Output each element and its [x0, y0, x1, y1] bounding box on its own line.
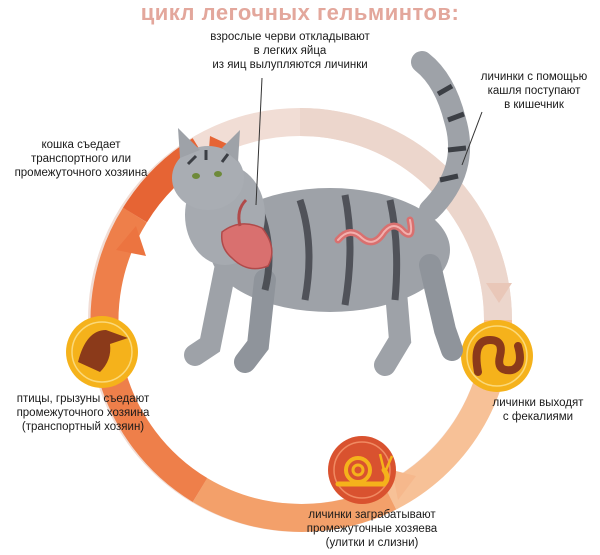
step-label-cough: личинки с помощью кашля поступают в кише…	[470, 70, 598, 112]
step-label-snails: личинки заграбатывают промежуточные хозя…	[282, 508, 462, 550]
step-label-feces: личинки выходят с фекалиями	[478, 396, 598, 424]
step-label-line: в кишечник	[504, 99, 564, 111]
step-label-line: промежуточного хозяина	[16, 407, 150, 419]
step-label-line: взрослые черви откладывают	[210, 31, 370, 43]
step-label-line: личинки с помощью	[480, 71, 588, 83]
pointer-line-cough	[461, 111, 483, 166]
pointer-line-lungs	[255, 77, 263, 206]
step-label-line: (улитки и слизни)	[325, 537, 419, 549]
step-label-line: личинки выходят	[492, 397, 584, 409]
arrow-right-down	[486, 283, 512, 303]
step-label-line: с фекалиями	[502, 411, 574, 423]
snail-icon	[328, 436, 396, 504]
step-label-line: промежуточные хозяева	[306, 523, 438, 535]
step-label-line: в легких яйца	[253, 45, 327, 57]
worm-icon	[461, 320, 533, 392]
step-label-line: кошка съедает	[41, 139, 121, 151]
step-label-lungs: взрослые черви откладывают в легких яйца…	[200, 30, 380, 72]
lungs-icon	[220, 198, 273, 270]
step-label-line: транспортного или	[30, 153, 132, 165]
step-label-cat-eats: кошка съедает транспортного или промежут…	[2, 138, 160, 180]
step-label-line: (транспортный хозяин)	[21, 421, 145, 433]
step-label-birds: птицы, грызуны съедают промежуточного хо…	[0, 392, 166, 434]
cycle-arc-bottom	[192, 477, 397, 532]
cat-icon	[172, 51, 471, 376]
arrow-left-up	[116, 226, 146, 256]
step-label-line: промежуточного хозяина	[14, 167, 148, 179]
step-label-line: кашля поступают	[487, 85, 581, 97]
bird-icon	[66, 316, 138, 388]
arrow-bottom-left	[392, 470, 416, 500]
intestine-icon	[334, 216, 415, 246]
step-label-line: птицы, грызуны съедают	[16, 393, 150, 405]
step-label-line: личинки заграбатывают	[308, 509, 436, 521]
step-label-line: из яиц вылупляются личинки	[212, 59, 368, 71]
diagram-title: цикл легочных гельминтов:	[140, 0, 460, 25]
